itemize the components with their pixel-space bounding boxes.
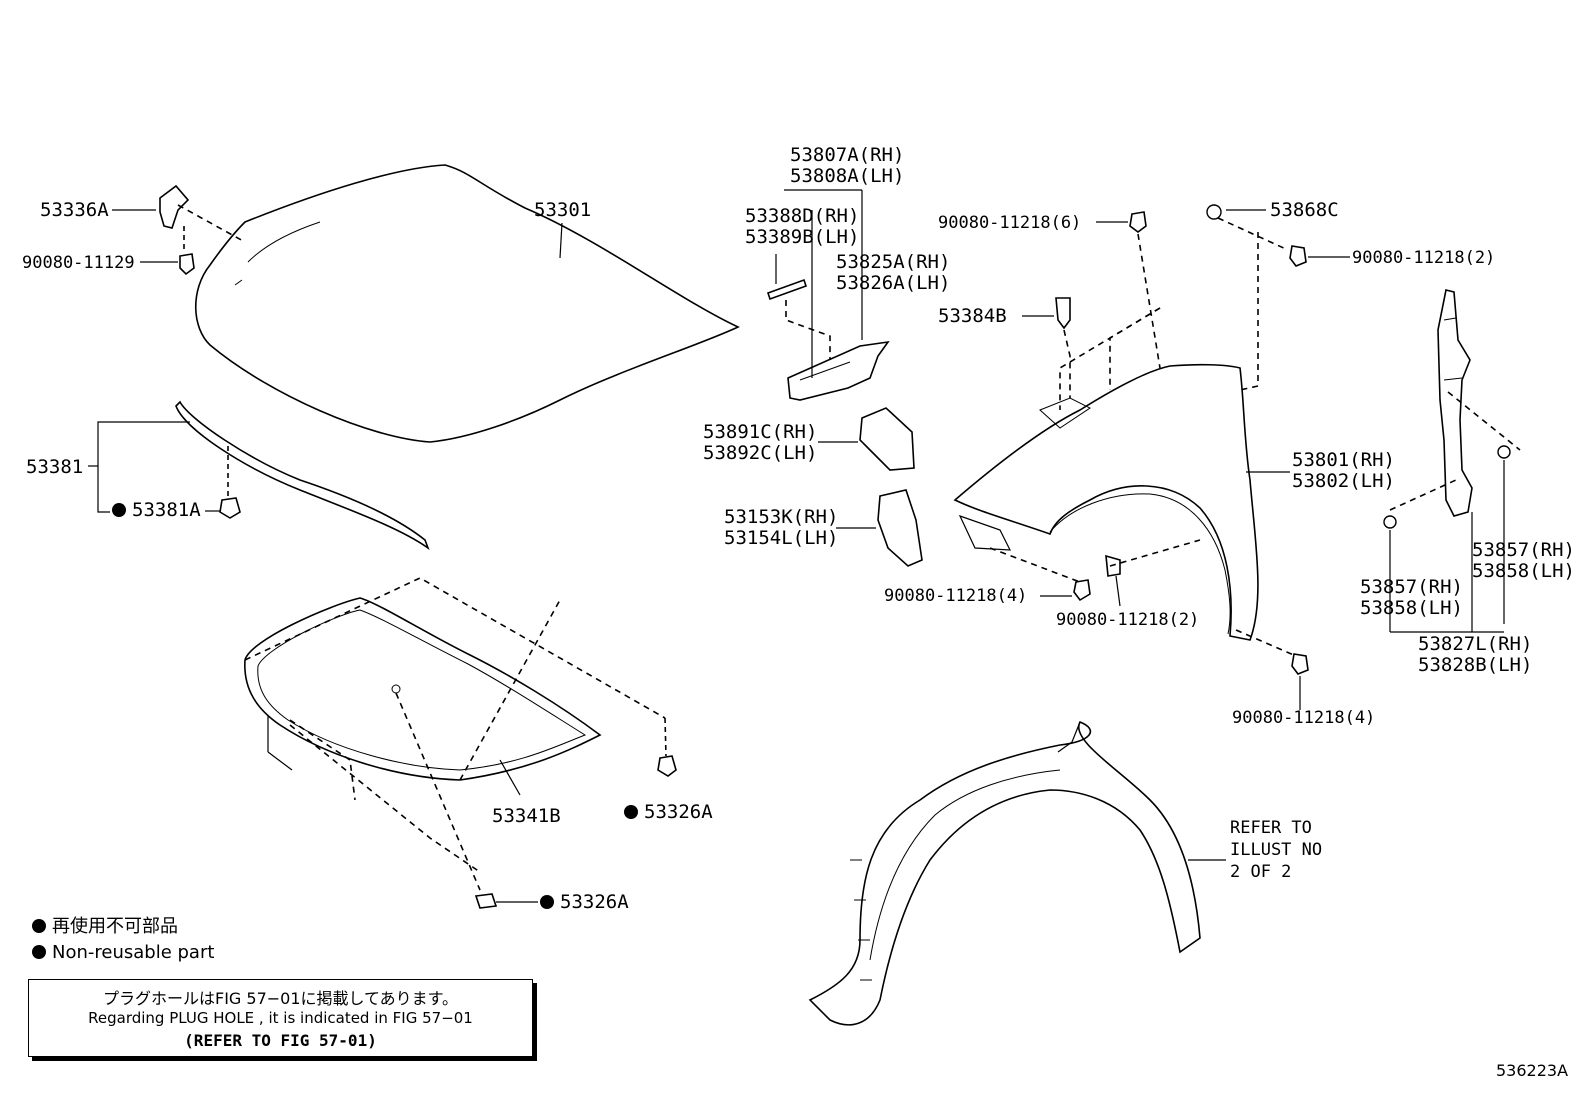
figure-id: 536223A [1496,1061,1569,1080]
fender-seal-53153K [877,489,923,567]
fender-liner [808,720,1201,1026]
label-90080-11218-4b: 90080-11218(4) [1232,708,1376,728]
bolt-11218-2b [1105,554,1121,577]
bolt-11218-6 [1129,211,1147,233]
hood-strip [766,278,808,301]
bolt-11218-4b [1291,653,1309,675]
non-reusable-dot [112,503,126,517]
plug-hole-note-box: プラグホールはFIG 57−01に掲載してあります。 Regarding PLU… [28,979,533,1057]
label-53381: 53381 [26,456,84,478]
label-53381A: 53381A [112,500,201,520]
pin-53384B [1055,297,1071,330]
note-line-en: Regarding PLUG HOLE , it is indicated in… [88,1009,473,1027]
label-53825A: 53825A(RH) [836,251,951,273]
clip-53381A [219,497,241,519]
label-53801: 53801(RH) [1292,449,1395,471]
label-53828B: 53828B(LH) [1418,654,1533,676]
washer-53868C [1206,204,1222,220]
label-53384B: 53384B [938,305,1007,327]
legend-jp: 再使用不可部品 [32,916,178,938]
clip-53326A-2 [474,893,498,909]
bolt-11218-2a [1289,245,1307,267]
fender-bracket [787,340,890,401]
label-53826A: 53826A(LH) [836,272,951,294]
refer-line-1: REFER TO [1230,818,1312,838]
label-53892C: 53892C(LH) [703,442,818,464]
label-53858-lower: 53858(LH) [1360,597,1463,619]
label-53891C: 53891C(RH) [703,421,818,443]
label-53827L: 53827L(RH) [1418,633,1533,655]
non-reusable-dot [540,895,554,909]
washer-53857-upper [1497,445,1511,459]
note-line-refer: (REFER TO FIG 57-01) [184,1031,377,1050]
label-90080-11218-4a: 90080-11218(4) [884,586,1028,606]
fender-seal-53891C [859,407,915,471]
label-53301: 53301 [534,199,592,221]
note-line-jp: プラグホールはFIG 57−01に掲載してあります。 [103,989,458,1008]
hood-panel [194,164,740,443]
fender-side-bracket [1437,289,1473,517]
refer-line-3: 2 OF 2 [1230,862,1292,882]
label-53868C: 53868C [1270,199,1339,221]
clip-53326A-1 [657,755,677,777]
label-53336A: 53336A [40,199,109,221]
label-53154L: 53154L(LH) [724,527,839,549]
label-53326A-2: 53326A [540,892,629,912]
label-53858-upper: 53858(LH) [1472,560,1575,582]
legend-en: Non-reusable part [32,942,214,964]
washer-53857-lower [1383,515,1397,529]
legend-dot [32,945,46,959]
hood-seal [175,400,430,551]
legend-dot [32,919,46,933]
label-53389B: 53389B(LH) [745,226,860,248]
label-90080-11218-6: 90080-11218(6) [938,213,1082,233]
front-fender [953,363,1259,641]
hood-hinge [159,184,190,229]
label-53388D: 53388D(RH) [745,205,860,227]
bolt-11218-4a [1073,579,1091,602]
label-53341B: 53341B [492,805,561,827]
label-90080-11218-2b: 90080-11218(2) [1056,610,1200,630]
label-53857-lower: 53857(RH) [1360,576,1463,598]
label-53802: 53802(LH) [1292,470,1395,492]
label-53807A: 53807A(RH) [790,144,905,166]
label-53808A: 53808A(LH) [790,165,905,187]
non-reusable-dot [624,805,638,819]
bolt-11129 [179,253,195,276]
label-53326A-1: 53326A [624,802,713,822]
label-53857-upper: 53857(RH) [1472,539,1575,561]
refer-line-2: ILLUST NO [1230,840,1323,860]
label-90080-11129: 90080-11129 [22,253,135,273]
label-53153K: 53153K(RH) [724,506,839,528]
label-90080-11218-2a: 90080-11218(2) [1352,248,1496,268]
hood-insulator [244,597,602,781]
